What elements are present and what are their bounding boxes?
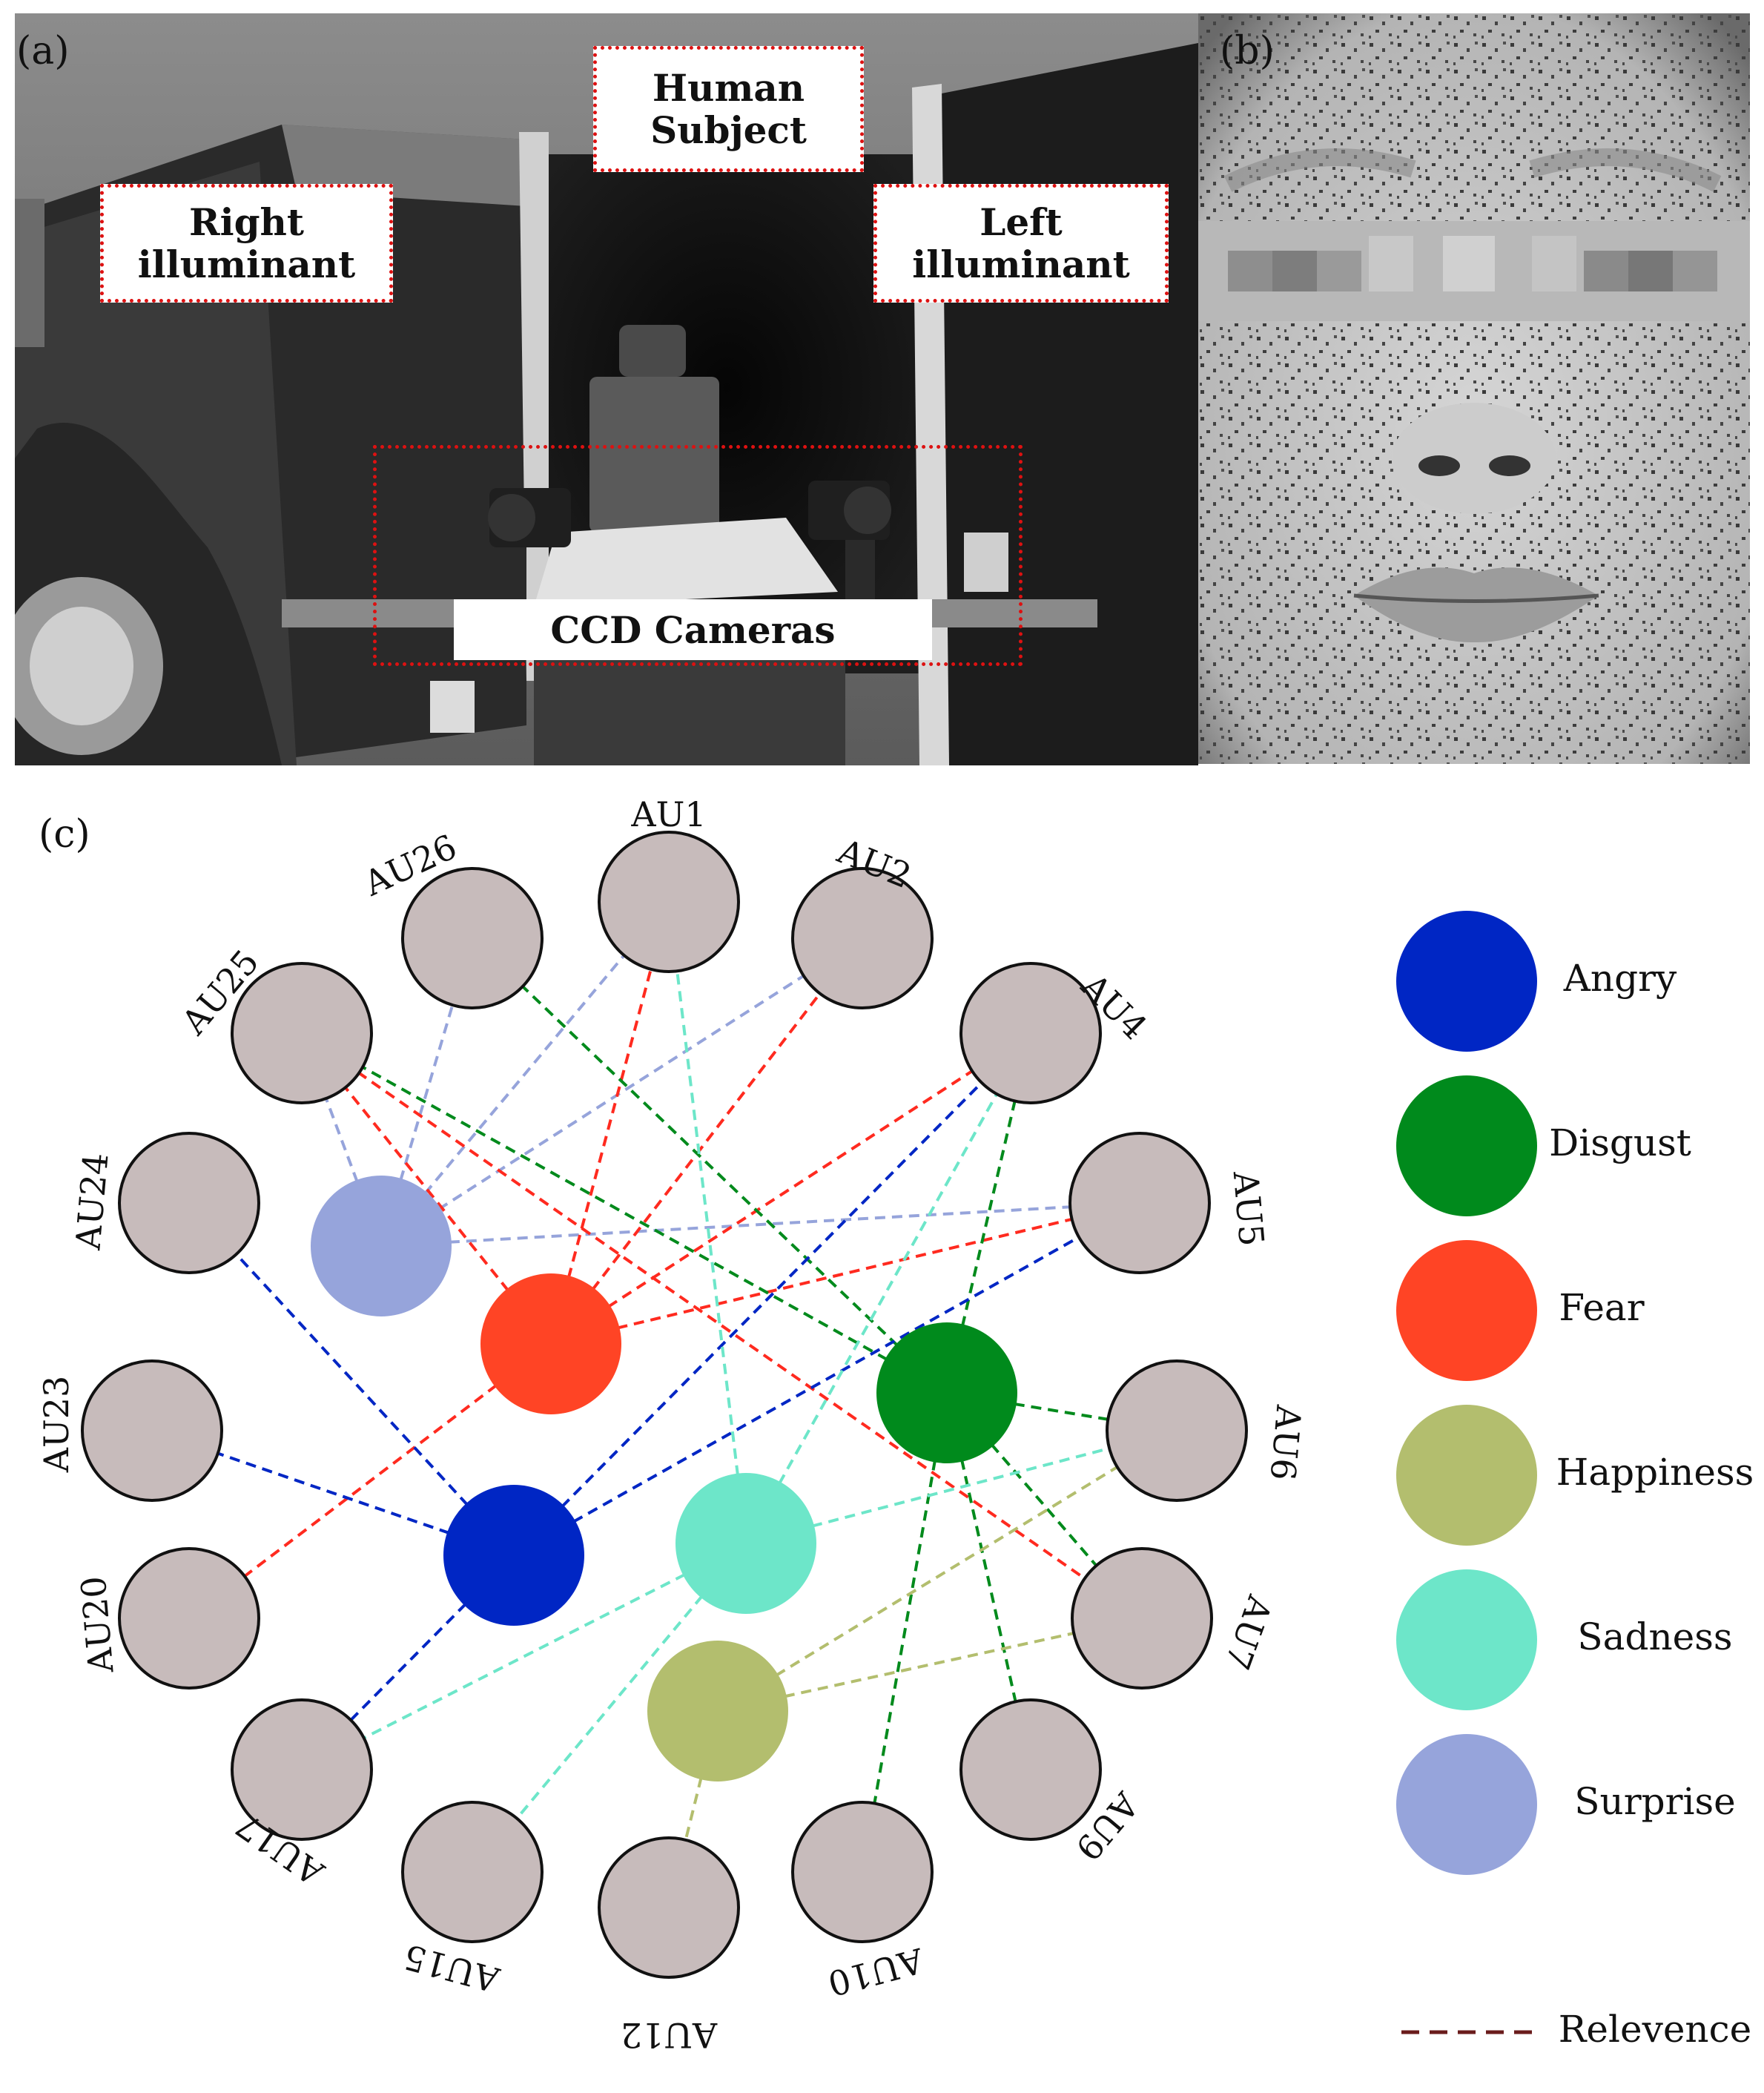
panel-letter-a: (a) <box>16 29 70 73</box>
legend-swatch-disgust <box>1396 1075 1537 1216</box>
edge-sadness-au4 <box>744 1032 1032 1544</box>
au-label-au1: AU1 <box>630 794 706 834</box>
au-node-au10 <box>791 1801 934 1943</box>
edge-fear-au4 <box>549 1032 1032 1345</box>
edge-happiness-au7 <box>717 1617 1143 1713</box>
edge-fear-au5 <box>550 1202 1140 1345</box>
au-label-au15: AU15 <box>400 1937 504 2000</box>
edge-surprise-au1 <box>380 900 670 1247</box>
legend-swatch-happiness <box>1396 1405 1537 1546</box>
edge-disgust-au9 <box>945 1392 1032 1770</box>
edge-fear-au20 <box>188 1342 552 1620</box>
au-node-au5 <box>1068 1132 1211 1274</box>
au-label-au10: AU10 <box>824 1940 928 2004</box>
label-left-illuminant-text: Left illuminant <box>912 200 1130 286</box>
au-node-au25 <box>231 962 373 1104</box>
emotion-node-sadness <box>675 1473 816 1614</box>
au-label-au6: AU6 <box>1263 1403 1309 1483</box>
emotion-node-disgust <box>876 1322 1017 1463</box>
photo-speckle-face <box>1198 13 1750 764</box>
edge-au25-au7 <box>300 1032 1143 1620</box>
emotion-nodes <box>311 1176 1017 1781</box>
au-label-au20: AU20 <box>73 1575 121 1675</box>
legend-swatch-surprise <box>1396 1734 1537 1875</box>
au-label-au12: AU12 <box>621 2015 719 2055</box>
edge-sadness-au17 <box>301 1542 747 1771</box>
emotion-node-fear <box>480 1273 621 1414</box>
au-node-au12 <box>598 1836 740 1979</box>
au-node-au26 <box>401 867 544 1009</box>
au-node-au1 <box>598 831 740 973</box>
au-node-au6 <box>1106 1359 1248 1502</box>
au-label-au24: AU24 <box>67 1151 116 1252</box>
au-emotion-graph: (c) AU1AU2AU4AU5AU6AU7AU9AU10AU12AU15AU1… <box>36 794 1754 2055</box>
edge-sadness-au6 <box>745 1429 1177 1545</box>
au-node-au4 <box>959 962 1102 1104</box>
au-node-au17 <box>231 1698 373 1841</box>
edge-angry-au5 <box>513 1202 1140 1557</box>
edge-disgust-au10 <box>861 1392 948 1873</box>
emotion-node-surprise <box>311 1176 452 1316</box>
emotion-node-angry <box>443 1485 584 1626</box>
legend-swatch-sadness <box>1396 1569 1537 1710</box>
au-node-au24 <box>118 1132 260 1274</box>
label-ccd-cameras-text: CCD Cameras <box>550 607 836 652</box>
edge-happiness-au6 <box>716 1429 1178 1713</box>
edge-angry-au23 <box>151 1429 515 1557</box>
edge-fear-au1 <box>549 901 670 1345</box>
au-node-au9 <box>959 1698 1102 1841</box>
legend: AngryDisgustFearHappinessSadnessSurprise… <box>1396 911 1754 2051</box>
legend-label-happiness: Happiness <box>1556 1451 1754 1494</box>
legend-swatch-fear <box>1396 1240 1537 1381</box>
edge-surprise-au2 <box>380 937 864 1247</box>
edge-disgust-au26 <box>471 937 948 1394</box>
panel-letter-b: (b) <box>1220 29 1275 73</box>
legend-swatch-angry <box>1396 911 1537 1052</box>
label-right-illuminant-text: Right illuminant <box>137 200 356 286</box>
au-label-au7: AU7 <box>1217 1590 1281 1675</box>
au-label-au23: AU23 <box>36 1376 76 1474</box>
ccd-camera-region <box>373 445 1023 666</box>
edge-disgust-au25 <box>301 1032 948 1394</box>
legend-label-sadness: Sadness <box>1577 1615 1732 1658</box>
au-node-au7 <box>1071 1547 1213 1690</box>
label-human-subject: Human Subject <box>593 46 864 172</box>
edge-sadness-au15 <box>471 1542 747 1873</box>
au-node-au20 <box>118 1547 260 1690</box>
au-node-au2 <box>791 867 934 1009</box>
au-label-au5: AU5 <box>1226 1169 1272 1248</box>
panel-letter-c: (c) <box>39 812 90 857</box>
legend-label-surprise: Surprise <box>1574 1780 1736 1823</box>
panel-letters-top: (a) (b) <box>16 29 1275 73</box>
label-ccd-cameras: CCD Cameras <box>454 599 932 660</box>
edge-fear-au2 <box>549 937 864 1345</box>
photo-speckle-face-art <box>1198 13 1750 764</box>
legend-label-fear: Fear <box>1559 1286 1644 1329</box>
edge-angry-au4 <box>512 1032 1032 1557</box>
legend-label-relevance: Relevence <box>1559 2008 1751 2051</box>
emotion-node-happiness <box>647 1641 788 1781</box>
edge-angry-au24 <box>188 1202 515 1557</box>
label-right-illuminant: Right illuminant <box>100 184 393 303</box>
legend-label-disgust: Disgust <box>1549 1121 1691 1164</box>
au-node-au23 <box>81 1359 223 1502</box>
au-node-au15 <box>401 1801 544 1943</box>
au-nodes <box>81 831 1248 1979</box>
edge-sadness-au1 <box>667 901 747 1544</box>
edge-surprise-au5 <box>380 1202 1140 1247</box>
legend-label-angry: Angry <box>1563 957 1677 1000</box>
label-left-illuminant: Left illuminant <box>873 184 1169 303</box>
label-human-subject-text: Human Subject <box>650 65 807 152</box>
